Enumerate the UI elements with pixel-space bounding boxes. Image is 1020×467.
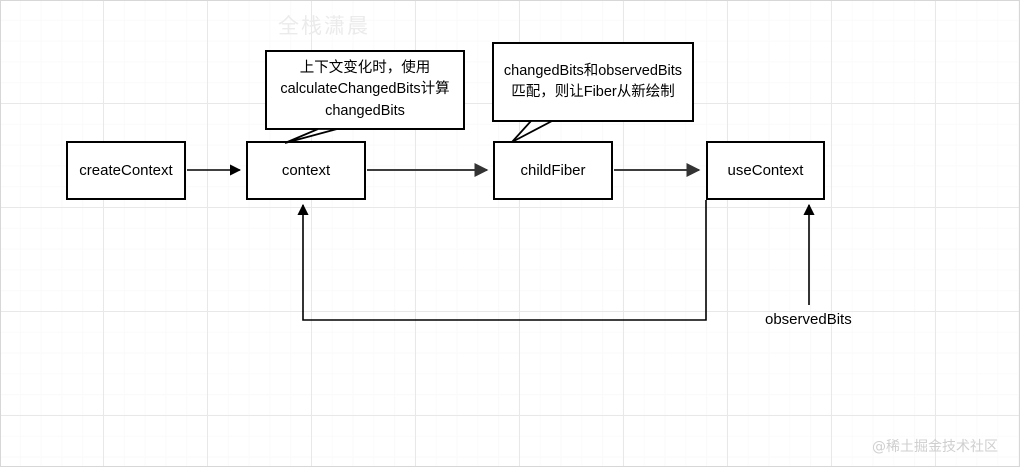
callout-tail-calculate-changed-bits	[284, 128, 338, 144]
node-context-label: context	[281, 161, 331, 179]
callout-changed-observed-bits[interactable]: changedBits和observedBits 匹配，则让Fiber从新绘制	[492, 42, 694, 122]
callout-calculate-changed-bits-text: 上下文变化时，使用 calculateChangedBits计算 changed…	[280, 60, 450, 119]
node-usecontext-label: useContext	[727, 161, 804, 179]
callout-calculate-changed-bits[interactable]: 上下文变化时，使用 calculateChangedBits计算 changed…	[265, 50, 465, 130]
label-observedbits: observedBits	[765, 311, 852, 328]
watermark-bottom-right: @稀土掘金技术社区	[872, 439, 998, 455]
node-context[interactable]: context	[246, 141, 366, 200]
node-usecontext[interactable]: useContext	[706, 141, 825, 200]
node-childfiber[interactable]: childFiber	[493, 141, 613, 200]
callout-changed-observed-bits-text: changedBits和observedBits 匹配，则让Fiber从新绘制	[503, 62, 683, 100]
watermark-top: 全栈潇晨	[278, 14, 370, 38]
node-childfiber-label: childFiber	[520, 161, 586, 179]
callout-tail-changed-observed-bits	[511, 120, 553, 143]
edge-usecontext-context-feedback	[297, 200, 707, 321]
node-createcontext-label: createContext	[79, 161, 173, 179]
node-createcontext[interactable]: createContext	[66, 141, 186, 200]
